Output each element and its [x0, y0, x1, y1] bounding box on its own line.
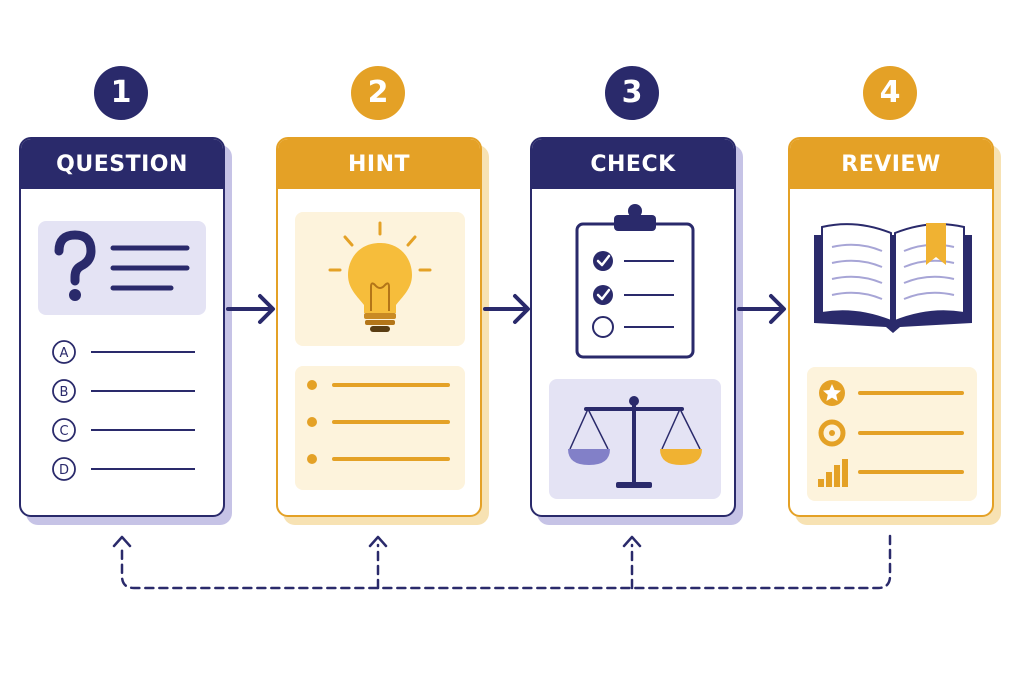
- option-b-label: B: [60, 385, 69, 400]
- hint-card-body: [295, 212, 465, 490]
- option-a-label: A: [60, 346, 69, 361]
- step-1-number: 1: [94, 66, 148, 120]
- option-d-label: D: [59, 463, 69, 478]
- lightbulb-icon: [328, 221, 432, 332]
- feedback-loop: [120, 534, 892, 590]
- option-c-label: C: [59, 424, 68, 439]
- arrow-right-icon: [226, 294, 275, 324]
- star-icon: [819, 380, 845, 406]
- target-icon: [818, 419, 846, 447]
- review-card-title: REVIEW: [790, 139, 992, 189]
- check-card-title: CHECK: [532, 139, 734, 189]
- step-3-number: 3: [605, 66, 659, 120]
- review-card: REVIEW: [788, 137, 994, 517]
- question-card-body: A B C D: [38, 221, 206, 481]
- hint-card: HINT: [276, 137, 482, 517]
- arrow-right-icon: [483, 294, 530, 324]
- answer-option-a[interactable]: A: [52, 340, 195, 364]
- step-2-number: 2: [351, 66, 405, 120]
- arrow-up-icon: [112, 535, 132, 548]
- hint-list: [307, 380, 450, 464]
- hint-card-title: HINT: [278, 139, 480, 189]
- question-card-title: QUESTION: [21, 139, 223, 189]
- step-4-number: 4: [863, 66, 917, 120]
- answer-option-d[interactable]: D: [52, 457, 195, 481]
- arrow-right-icon: [737, 294, 786, 324]
- check-card: CHECK: [530, 137, 736, 517]
- question-card: QUESTION A B: [19, 137, 225, 517]
- clipboard-checklist-icon: [575, 204, 695, 359]
- answer-option-c[interactable]: C: [52, 418, 195, 442]
- question-text-lines-icon: [110, 245, 190, 291]
- arrow-up-icon: [368, 535, 388, 548]
- arrow-up-icon: [622, 535, 642, 548]
- question-mark-icon: [54, 230, 96, 301]
- bar-chart-icon: [818, 459, 848, 487]
- check-card-body: [549, 204, 721, 499]
- review-card-body: [807, 223, 977, 501]
- open-book-icon: [814, 223, 972, 333]
- answer-option-b[interactable]: B: [52, 379, 195, 403]
- balance-scale-icon: [568, 396, 702, 488]
